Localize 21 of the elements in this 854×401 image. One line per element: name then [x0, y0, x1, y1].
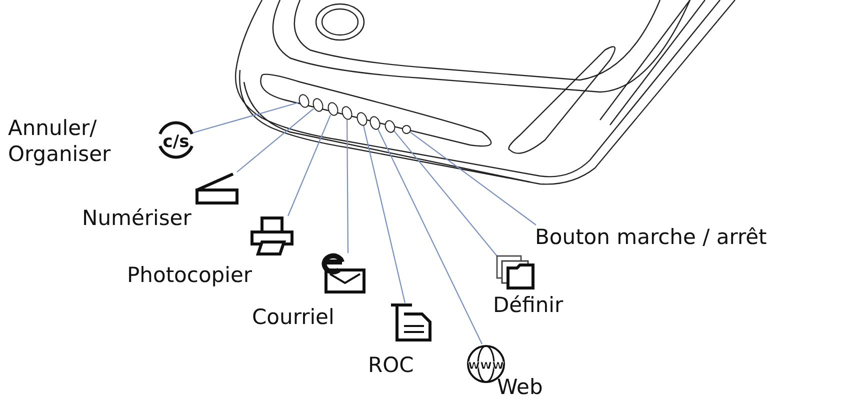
leader-line — [288, 114, 331, 216]
button-label: Définir — [493, 292, 564, 318]
leader-line — [377, 128, 482, 344]
scanner-button — [400, 123, 412, 135]
leader-line — [363, 126, 406, 304]
leader-line — [192, 102, 300, 134]
leader-line — [236, 108, 314, 172]
button-label: Bouton marche / arrêt — [535, 224, 768, 250]
scanner-button — [296, 92, 312, 110]
button-label: ROC — [368, 352, 415, 378]
button-label: Courriel — [252, 304, 336, 330]
leader-line — [393, 130, 498, 256]
button-label: Photocopier — [127, 262, 254, 288]
leader-line — [409, 131, 536, 226]
button-label: Annuler/ Organiser — [8, 115, 112, 167]
scanner-button — [326, 100, 340, 118]
leader-line — [346, 120, 349, 253]
scanner-button — [383, 118, 397, 134]
scanner-button — [368, 114, 382, 132]
scanner-button — [310, 96, 326, 114]
button-label: Numériser — [82, 205, 192, 231]
